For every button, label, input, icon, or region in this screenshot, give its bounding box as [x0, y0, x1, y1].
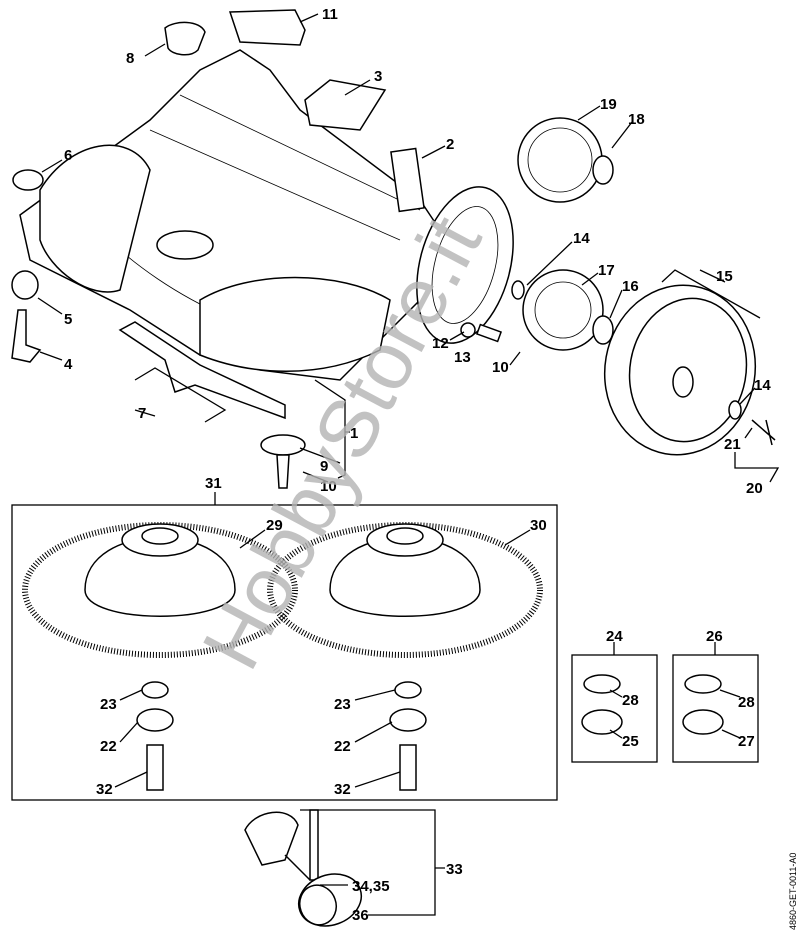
- part-30-brush: [267, 522, 543, 658]
- label-3: 3: [374, 68, 382, 85]
- label-32-right: 32: [334, 781, 351, 798]
- label-33: 33: [446, 861, 463, 878]
- part-12-washer: [460, 322, 476, 338]
- label-27: 27: [738, 733, 755, 750]
- label-1: 1: [350, 425, 358, 442]
- label-11: 11: [322, 6, 338, 23]
- label-5: 5: [64, 311, 72, 328]
- label-19: 19: [600, 96, 617, 113]
- label-13: 13: [454, 349, 471, 366]
- label-9: 9: [320, 458, 328, 475]
- label-29: 29: [266, 517, 283, 534]
- leader-lines: [37, 13, 780, 916]
- part-33-kit: [244, 809, 363, 927]
- callout-labels: 11 8 3 19 18 2 6 14 17 15 16 5 12 13 10 …: [64, 6, 771, 924]
- label-32-left: 32: [96, 781, 113, 798]
- part-8-knob: [164, 21, 206, 56]
- label-26: 26: [706, 628, 723, 645]
- drawing-code: 4860-GET-0011-A0: [788, 853, 798, 930]
- label-31: 31: [205, 475, 222, 492]
- part-9-pivot: [260, 434, 306, 489]
- label-12: 12: [432, 335, 449, 352]
- part-11-cover: [228, 9, 306, 46]
- label-16: 16: [622, 278, 639, 295]
- label-23-right: 23: [334, 696, 351, 713]
- part-29-brush: [22, 522, 298, 658]
- part-19-gear: [517, 117, 603, 203]
- label-28-left: 28: [622, 692, 639, 709]
- wheel-frame: [416, 186, 514, 344]
- label-21: 21: [724, 436, 741, 453]
- kit-24-box: [571, 654, 658, 763]
- part-7-handle-bars: [118, 321, 286, 420]
- sweeper-housing: [19, 49, 441, 381]
- label-10: 10: [320, 478, 337, 495]
- label-18: 18: [628, 111, 645, 128]
- label-17: 17: [598, 262, 615, 279]
- part-14-washer-right: [728, 400, 742, 420]
- part-14-washer: [511, 280, 525, 300]
- part-4-bracket: [11, 309, 42, 363]
- label-24: 24: [606, 628, 623, 645]
- label-34-35: 34,35: [352, 878, 390, 895]
- label-28-right: 28: [738, 694, 755, 711]
- brush-hubs-left: [136, 681, 174, 791]
- part-21-axle: [751, 419, 776, 446]
- label-36: 36: [352, 907, 369, 924]
- label-2: 2: [446, 136, 454, 153]
- part-6-cap: [12, 169, 44, 191]
- label-15: 15: [716, 268, 733, 285]
- label-30: 30: [530, 517, 547, 534]
- part-3-flap: [304, 79, 387, 131]
- label-14-right: 14: [754, 377, 771, 394]
- part-2-filter: [390, 147, 425, 213]
- part-18-ring: [592, 155, 614, 185]
- label-4: 4: [64, 356, 73, 373]
- label-14: 14: [573, 230, 590, 247]
- brush-set-box: [11, 504, 558, 801]
- label-8: 8: [126, 50, 134, 67]
- part-5-roller: [11, 270, 39, 300]
- label-25: 25: [622, 733, 639, 750]
- part-13-pin: [475, 323, 503, 343]
- label-23-left: 23: [100, 696, 117, 713]
- label-7: 7: [138, 405, 146, 422]
- label-6: 6: [64, 147, 72, 164]
- label-22-left: 22: [100, 738, 117, 755]
- label-20: 20: [746, 480, 763, 497]
- label-10-top: 10: [492, 359, 509, 376]
- part-16-bushing: [592, 315, 614, 345]
- label-22-right: 22: [334, 738, 351, 755]
